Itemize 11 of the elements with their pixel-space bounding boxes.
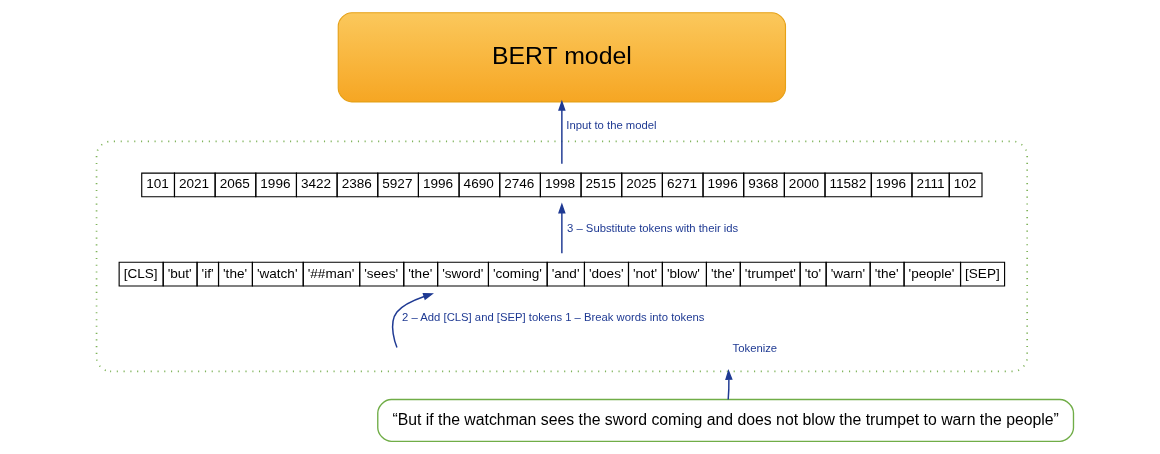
arrow xyxy=(391,293,434,349)
edge-label: 2 – Add [CLS] and [SEP] tokens 1 – Break words into tokens xyxy=(401,311,704,324)
arrow xyxy=(724,369,733,401)
arrow xyxy=(557,99,566,165)
arrow xyxy=(557,202,566,254)
edge-label: 3 – Substitute tokens with their ids xyxy=(566,221,738,234)
edge-label: Tokenize xyxy=(732,341,777,354)
node-box: BERT model xyxy=(337,12,786,103)
edge-label: Input to the model xyxy=(565,119,657,132)
node-box: “But if the watchman sees the sword coming and does not blow the trumpet to warn the people” xyxy=(376,398,1074,442)
cluster xyxy=(95,140,1028,373)
